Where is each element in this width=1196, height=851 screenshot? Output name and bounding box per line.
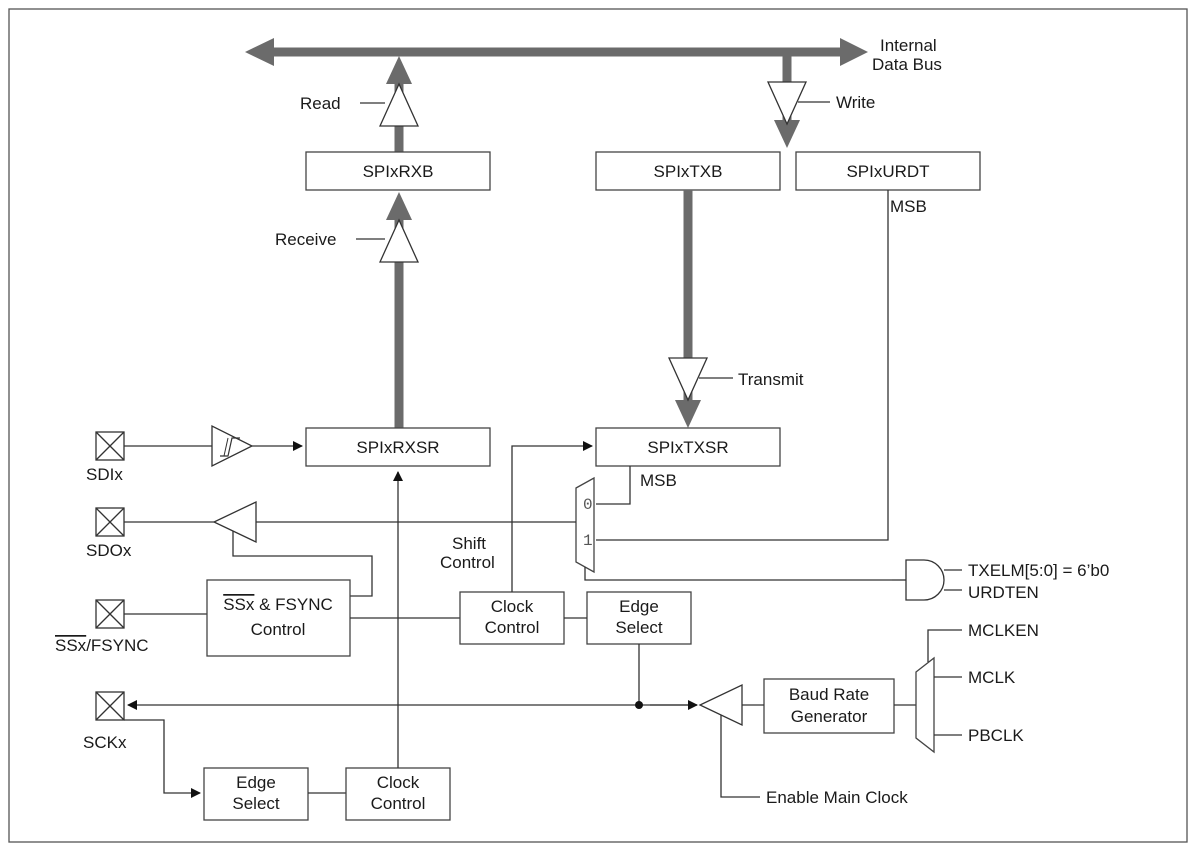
diagram-frame [8,8,1188,843]
edge-select-top-line2: Select [615,618,663,637]
ss-fsync-control-suffix: & FSYNC [254,595,332,614]
bus-label-line1: Internal [880,36,937,55]
shift-control-label-line1: Shift [452,534,486,553]
clock-control-block-top [459,591,565,645]
mclk-label: MCLK [968,668,1016,687]
spixrxb-label: SPIxRXB [363,162,434,181]
clock-control-bottom-line1: Clock [377,773,420,792]
transmit-label: Transmit [738,370,804,389]
pbclk-label: PBCLK [968,726,1024,745]
ss-pin-label-prefix: SSx [55,636,87,655]
edge-select-block-bottom [203,767,309,821]
spixurdt-register [795,151,981,191]
baud-rate-generator-block [763,678,895,734]
clock-source-mux [915,656,935,754]
sck-pin-icon [95,691,125,721]
sdo-pin-icon [95,507,125,537]
edge-select-top-line1: Edge [619,597,659,616]
edge-select-bottom-line2: Select [232,794,280,813]
transmit-buffer-icon [667,357,709,402]
spixtxb-register [595,151,781,191]
ss-fsync-control-line1: SSx & FSYNC [223,595,333,614]
write-buffer-icon [766,81,808,126]
spixurdt-label: SPIxURDT [846,162,929,181]
shift-control-label-line2: Control [440,553,495,572]
sdi-pin-icon [95,431,125,461]
clock-control-block-bottom [345,767,451,821]
write-label: Write [836,93,875,112]
baud-rate-line2: Generator [791,707,868,726]
sdo-pin-label: SDOx [86,541,132,560]
urdten-input-label: URDTEN [968,583,1039,602]
ss-fsync-control-line2: Control [251,620,306,639]
receive-buffer-icon [378,218,420,263]
ss-pin-label-suffix: /FSYNC [86,636,148,655]
edge-select-bottom-line1: Edge [236,773,276,792]
mux-input-0-label: 0 [583,496,593,514]
read-label: Read [300,94,341,113]
mclken-label: MCLKEN [968,621,1039,640]
txelm-input-label: TXELM[5:0] = 6’b0 [968,561,1109,580]
baud-rate-line1: Baud Rate [789,685,869,704]
urdt-msb-label: MSB [890,197,927,216]
spixtxsr-register [595,427,781,467]
ss-fsync-control-prefix: SSx [223,595,255,614]
txelm-value: 6’b0 [1077,561,1109,580]
mux-input-1-label: 1 [583,532,593,550]
sck-pin-label: SCKx [83,733,127,752]
ss-pin-icon [95,599,125,629]
spixrxsr-register [305,427,491,467]
clock-control-top-line2: Control [485,618,540,637]
enable-main-clock-label: Enable Main Clock [766,788,908,807]
ss-fsync-control-block [206,579,351,657]
sdo-output-mux [575,476,595,574]
spixtxb-label: SPIxTXB [654,162,723,181]
ss-pin-label: SSx/FSYNC [55,636,149,655]
and-gate-icon [905,559,945,601]
txsr-msb-label: MSB [640,471,677,490]
internal-data-bus [245,38,868,66]
spixtxsr-label: SPIxTXSR [647,438,728,457]
clock-junction-dot [635,701,643,709]
schmitt-trigger-buffer-icon [211,424,254,468]
sdi-pin-label: SDIx [86,465,123,484]
clock-control-top-line1: Clock [491,597,534,616]
clock-control-bottom-line2: Control [371,794,426,813]
read-buffer-icon [378,82,420,127]
spixrxsr-label: SPIxRXSR [356,438,439,457]
sdo-output-buffer-icon [212,500,257,544]
txelm-label: TXELM[5:0] = [968,561,1077,580]
receive-label: Receive [275,230,336,249]
bus-label-line2: Data Bus [872,55,942,74]
spixrxb-register [305,151,491,191]
